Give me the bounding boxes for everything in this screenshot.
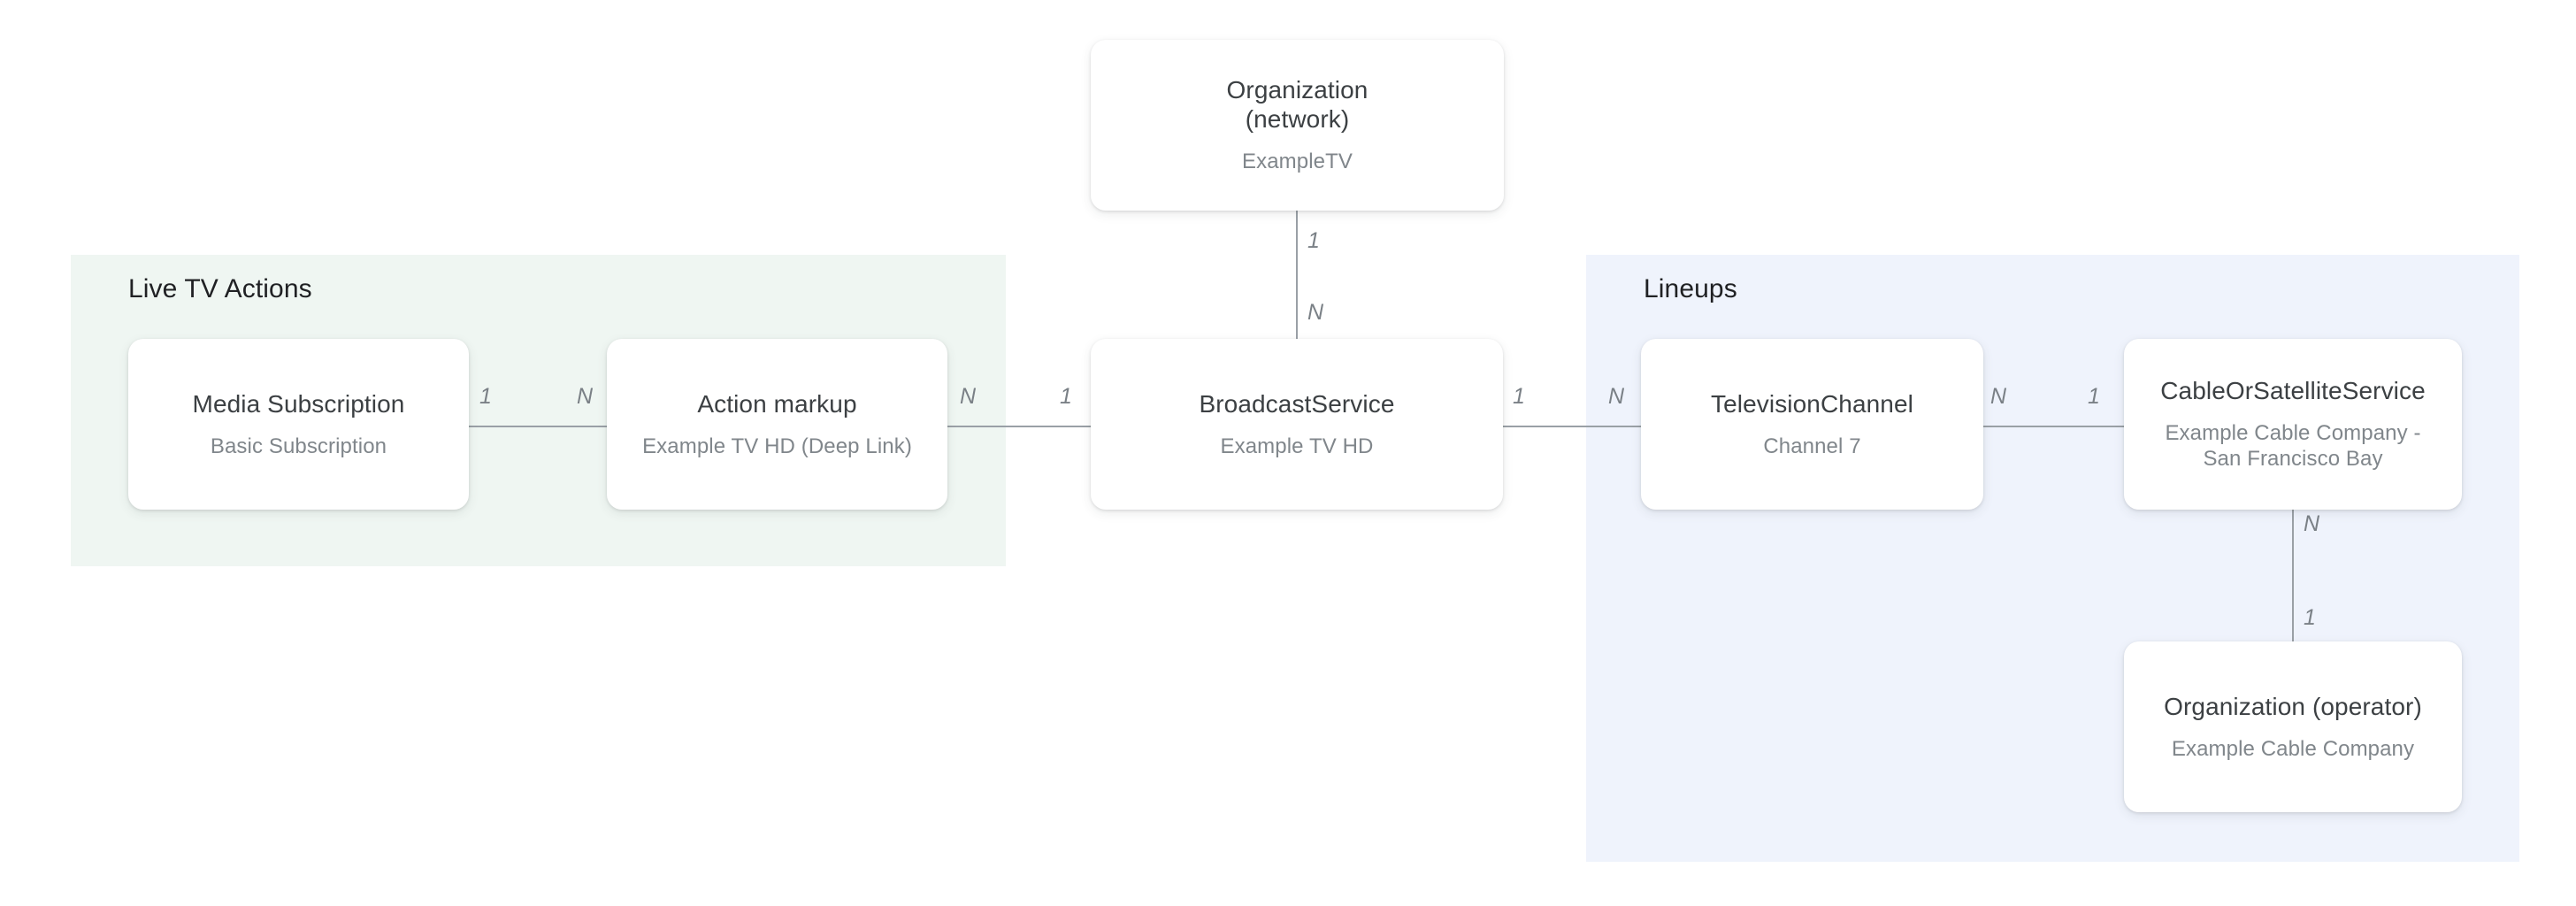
- node-title-line-2: (network): [1245, 105, 1350, 134]
- node-media-subscription[interactable]: Media Subscription Basic Subscription: [128, 339, 469, 510]
- node-title-organization-operator: Organization (operator): [2164, 692, 2422, 720]
- edge-line-media-subscription-action-markup: [467, 426, 607, 427]
- node-subtitle-action-markup: Example TV HD (Deep Link): [642, 434, 912, 458]
- node-title-organization-network: Organization (network): [1227, 75, 1368, 134]
- node-broadcast-service[interactable]: BroadcastService Example TV HD: [1091, 339, 1503, 510]
- edge-label-television-channel-left: N: [1608, 384, 1625, 409]
- node-subtitle-organization-operator: Example Cable Company: [2171, 736, 2415, 761]
- node-subtitle-line-2: San Francisco Bay: [2203, 447, 2383, 472]
- node-title-cable-or-satellite-service: CableOrSatelliteService: [2160, 377, 2426, 405]
- node-title-line-1: Organization: [1226, 76, 1368, 104]
- node-action-markup[interactable]: Action markup Example TV HD (Deep Link): [607, 339, 947, 510]
- edge-label-cable-or-satellite-service-left: 1: [2088, 384, 2100, 409]
- edge-label-action-markup-left: N: [577, 384, 594, 409]
- edge-label-organization-network-bottom: 1: [1307, 228, 1320, 253]
- group-title-lineups: Lineups: [1644, 274, 1737, 303]
- node-television-channel[interactable]: TelevisionChannel Channel 7: [1641, 339, 1983, 510]
- edge-label-action-markup-right: N: [960, 384, 977, 409]
- node-subtitle-media-subscription: Basic Subscription: [210, 434, 387, 458]
- edge-label-cable-or-satellite-service-bottom: N: [2304, 511, 2320, 536]
- node-organization-operator[interactable]: Organization (operator) Example Cable Co…: [2124, 641, 2462, 812]
- node-subtitle-line-1: Example Cable Company -: [2165, 421, 2421, 446]
- node-title-action-markup: Action markup: [697, 389, 857, 418]
- edge-label-broadcast-service-right: 1: [1513, 384, 1525, 409]
- node-title-media-subscription: Media Subscription: [192, 389, 405, 418]
- node-title-television-channel: TelevisionChannel: [1711, 389, 1913, 418]
- node-cable-or-satellite-service[interactable]: CableOrSatelliteService Example Cable Co…: [2124, 339, 2462, 510]
- edge-line-action-markup-broadcast-service: [947, 426, 1092, 427]
- group-title-live-tv-actions: Live TV Actions: [128, 274, 312, 303]
- edge-line-broadcast-service-television-channel: [1502, 426, 1641, 427]
- node-subtitle-broadcast-service: Example TV HD: [1220, 434, 1374, 458]
- edge-label-broadcast-service-top: N: [1307, 300, 1324, 325]
- edge-label-organization-operator-top: 1: [2304, 605, 2316, 630]
- node-organization-network[interactable]: Organization (network) ExampleTV: [1091, 40, 1504, 211]
- edge-line-television-channel-cable-or-satellite-service: [1983, 426, 2125, 427]
- node-subtitle-cable-or-satellite-service: Example Cable Company - San Francisco Ba…: [2165, 421, 2420, 472]
- edge-line-cable-or-satellite-service-organization-operator: [2292, 508, 2294, 642]
- edge-line-organization-network-broadcast-service: [1296, 210, 1298, 340]
- edge-label-television-channel-right: N: [1990, 384, 2007, 409]
- node-subtitle-organization-network: ExampleTV: [1242, 150, 1353, 174]
- edge-label-broadcast-service-left: 1: [1060, 384, 1072, 409]
- node-subtitle-television-channel: Channel 7: [1763, 434, 1861, 458]
- edge-label-media-subscription-right: 1: [479, 384, 492, 409]
- node-title-broadcast-service: BroadcastService: [1199, 389, 1395, 418]
